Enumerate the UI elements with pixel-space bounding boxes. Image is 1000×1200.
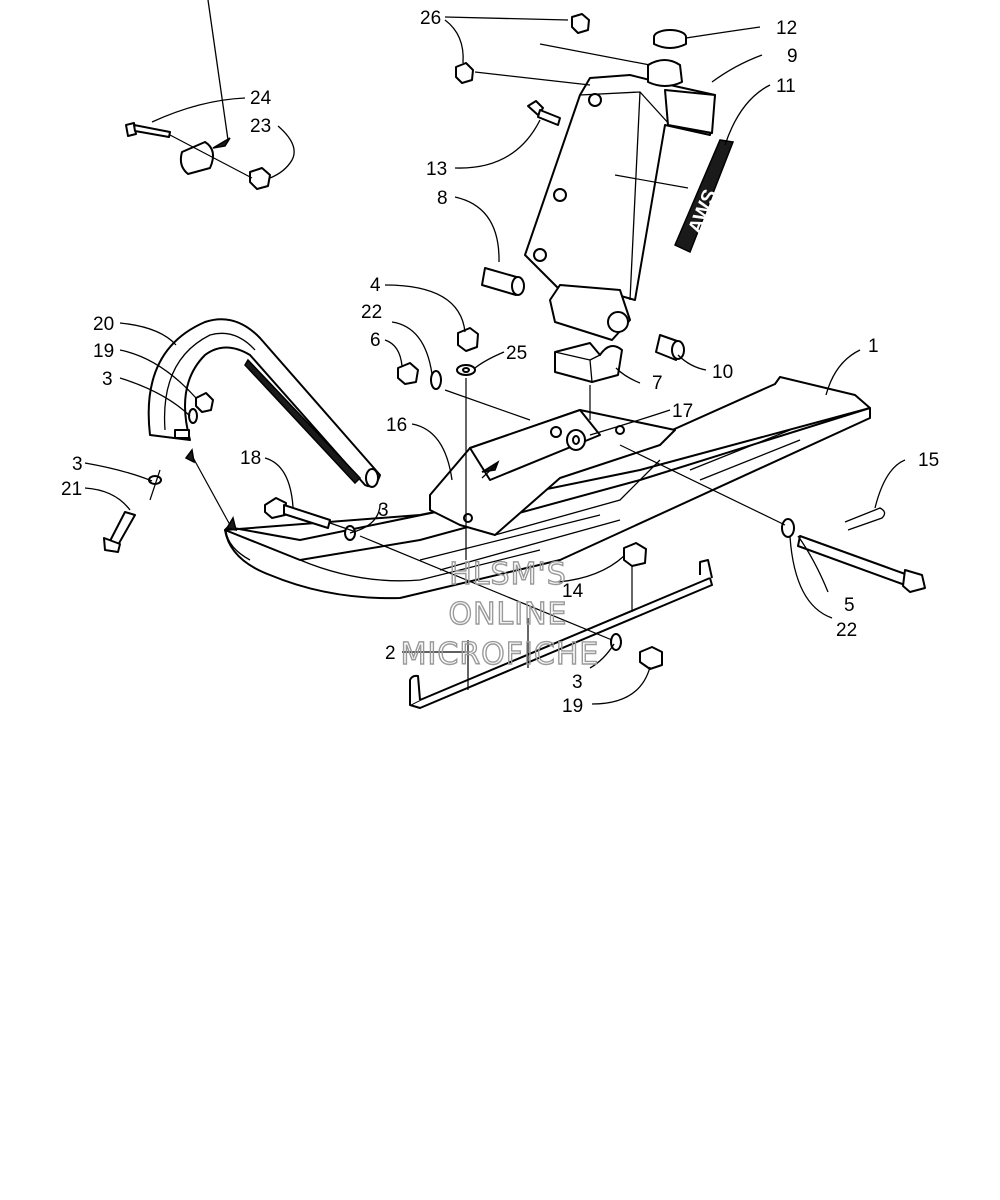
bolt-18-part bbox=[264, 497, 331, 529]
callout-16: 16 bbox=[386, 415, 407, 436]
washer-25-part bbox=[456, 364, 476, 376]
callout-24: 24 bbox=[250, 88, 272, 109]
watermark-line-1: HLSM'S bbox=[449, 557, 567, 592]
callout-15: 15 bbox=[918, 450, 939, 471]
cotter-pin-part bbox=[844, 507, 886, 531]
callout-14: 14 bbox=[562, 581, 584, 602]
callout-22a: 22 bbox=[836, 620, 857, 641]
watermark-line-3: MICROFICHE bbox=[401, 637, 600, 672]
bolt-5-part bbox=[797, 535, 926, 593]
nut-24-part bbox=[249, 167, 271, 190]
callout-labels: 1 2 3 3 3 3 4 5 6 7 8 9 10 11 12 13 14 1… bbox=[61, 8, 939, 717]
washer-22b-part bbox=[781, 518, 795, 538]
washer-22a-part bbox=[430, 370, 442, 390]
callout-8: 8 bbox=[437, 188, 448, 209]
callout-20: 20 bbox=[93, 314, 114, 335]
callout-3a: 3 bbox=[102, 369, 113, 390]
washer-17-part bbox=[566, 429, 586, 451]
callout-3b: 3 bbox=[72, 454, 83, 475]
callout-leaders bbox=[84, 16, 906, 705]
spindle-part bbox=[524, 74, 716, 341]
bolt-21-part bbox=[103, 511, 136, 553]
callout-7: 7 bbox=[652, 373, 663, 394]
bolt-13-part bbox=[527, 100, 561, 126]
handle-part bbox=[147, 318, 381, 488]
watermark-line-2: ONLINE bbox=[448, 597, 567, 632]
washer-3d-part bbox=[610, 633, 622, 651]
nut-26a-part bbox=[571, 13, 590, 34]
callout-9: 9 bbox=[787, 46, 798, 67]
bumper-part bbox=[647, 29, 687, 87]
ski-stopper-part bbox=[554, 342, 623, 383]
nut-14-part bbox=[623, 542, 647, 567]
callout-1: 1 bbox=[868, 336, 879, 357]
callout-19b: 19 bbox=[562, 696, 583, 717]
nut-6-part bbox=[397, 362, 419, 385]
ski-part bbox=[224, 376, 871, 600]
bracket-23-part bbox=[179, 0, 231, 175]
callout-11: 11 bbox=[776, 76, 796, 97]
callout-25: 25 bbox=[506, 343, 527, 364]
nut-19a-part bbox=[195, 392, 214, 413]
callout-2: 2 bbox=[385, 643, 396, 664]
callout-26: 26 bbox=[420, 8, 441, 29]
nut-19b-part bbox=[639, 646, 663, 670]
bolt-24-part bbox=[125, 122, 171, 138]
bushing-8-part bbox=[481, 267, 525, 296]
nut-4-part bbox=[457, 327, 479, 352]
washer-3a-part bbox=[188, 408, 198, 424]
callout-19a: 19 bbox=[93, 341, 114, 362]
callout-23: 23 bbox=[250, 116, 271, 137]
callout-5: 5 bbox=[844, 595, 855, 616]
bushing-10-part bbox=[655, 334, 685, 361]
callout-3d: 3 bbox=[572, 672, 583, 693]
callout-21: 21 bbox=[61, 479, 82, 500]
callout-12: 12 bbox=[776, 18, 797, 39]
callout-3c: 3 bbox=[378, 500, 389, 521]
saddle-plate-part bbox=[429, 409, 676, 536]
watermark: HLSM'S ONLINE MICROFICHE bbox=[400, 556, 600, 672]
callout-10: 10 bbox=[712, 362, 733, 383]
callout-17: 17 bbox=[672, 401, 693, 422]
callout-18: 18 bbox=[240, 448, 261, 469]
callout-4: 4 bbox=[370, 275, 381, 296]
decal-part: AWS bbox=[674, 139, 735, 254]
nut-26b-part bbox=[455, 62, 474, 84]
callout-22b: 22 bbox=[361, 302, 382, 323]
callout-13: 13 bbox=[426, 159, 447, 180]
assembly-lines bbox=[149, 43, 786, 641]
callout-6: 6 bbox=[370, 330, 381, 351]
wear-bar-part bbox=[409, 559, 713, 709]
